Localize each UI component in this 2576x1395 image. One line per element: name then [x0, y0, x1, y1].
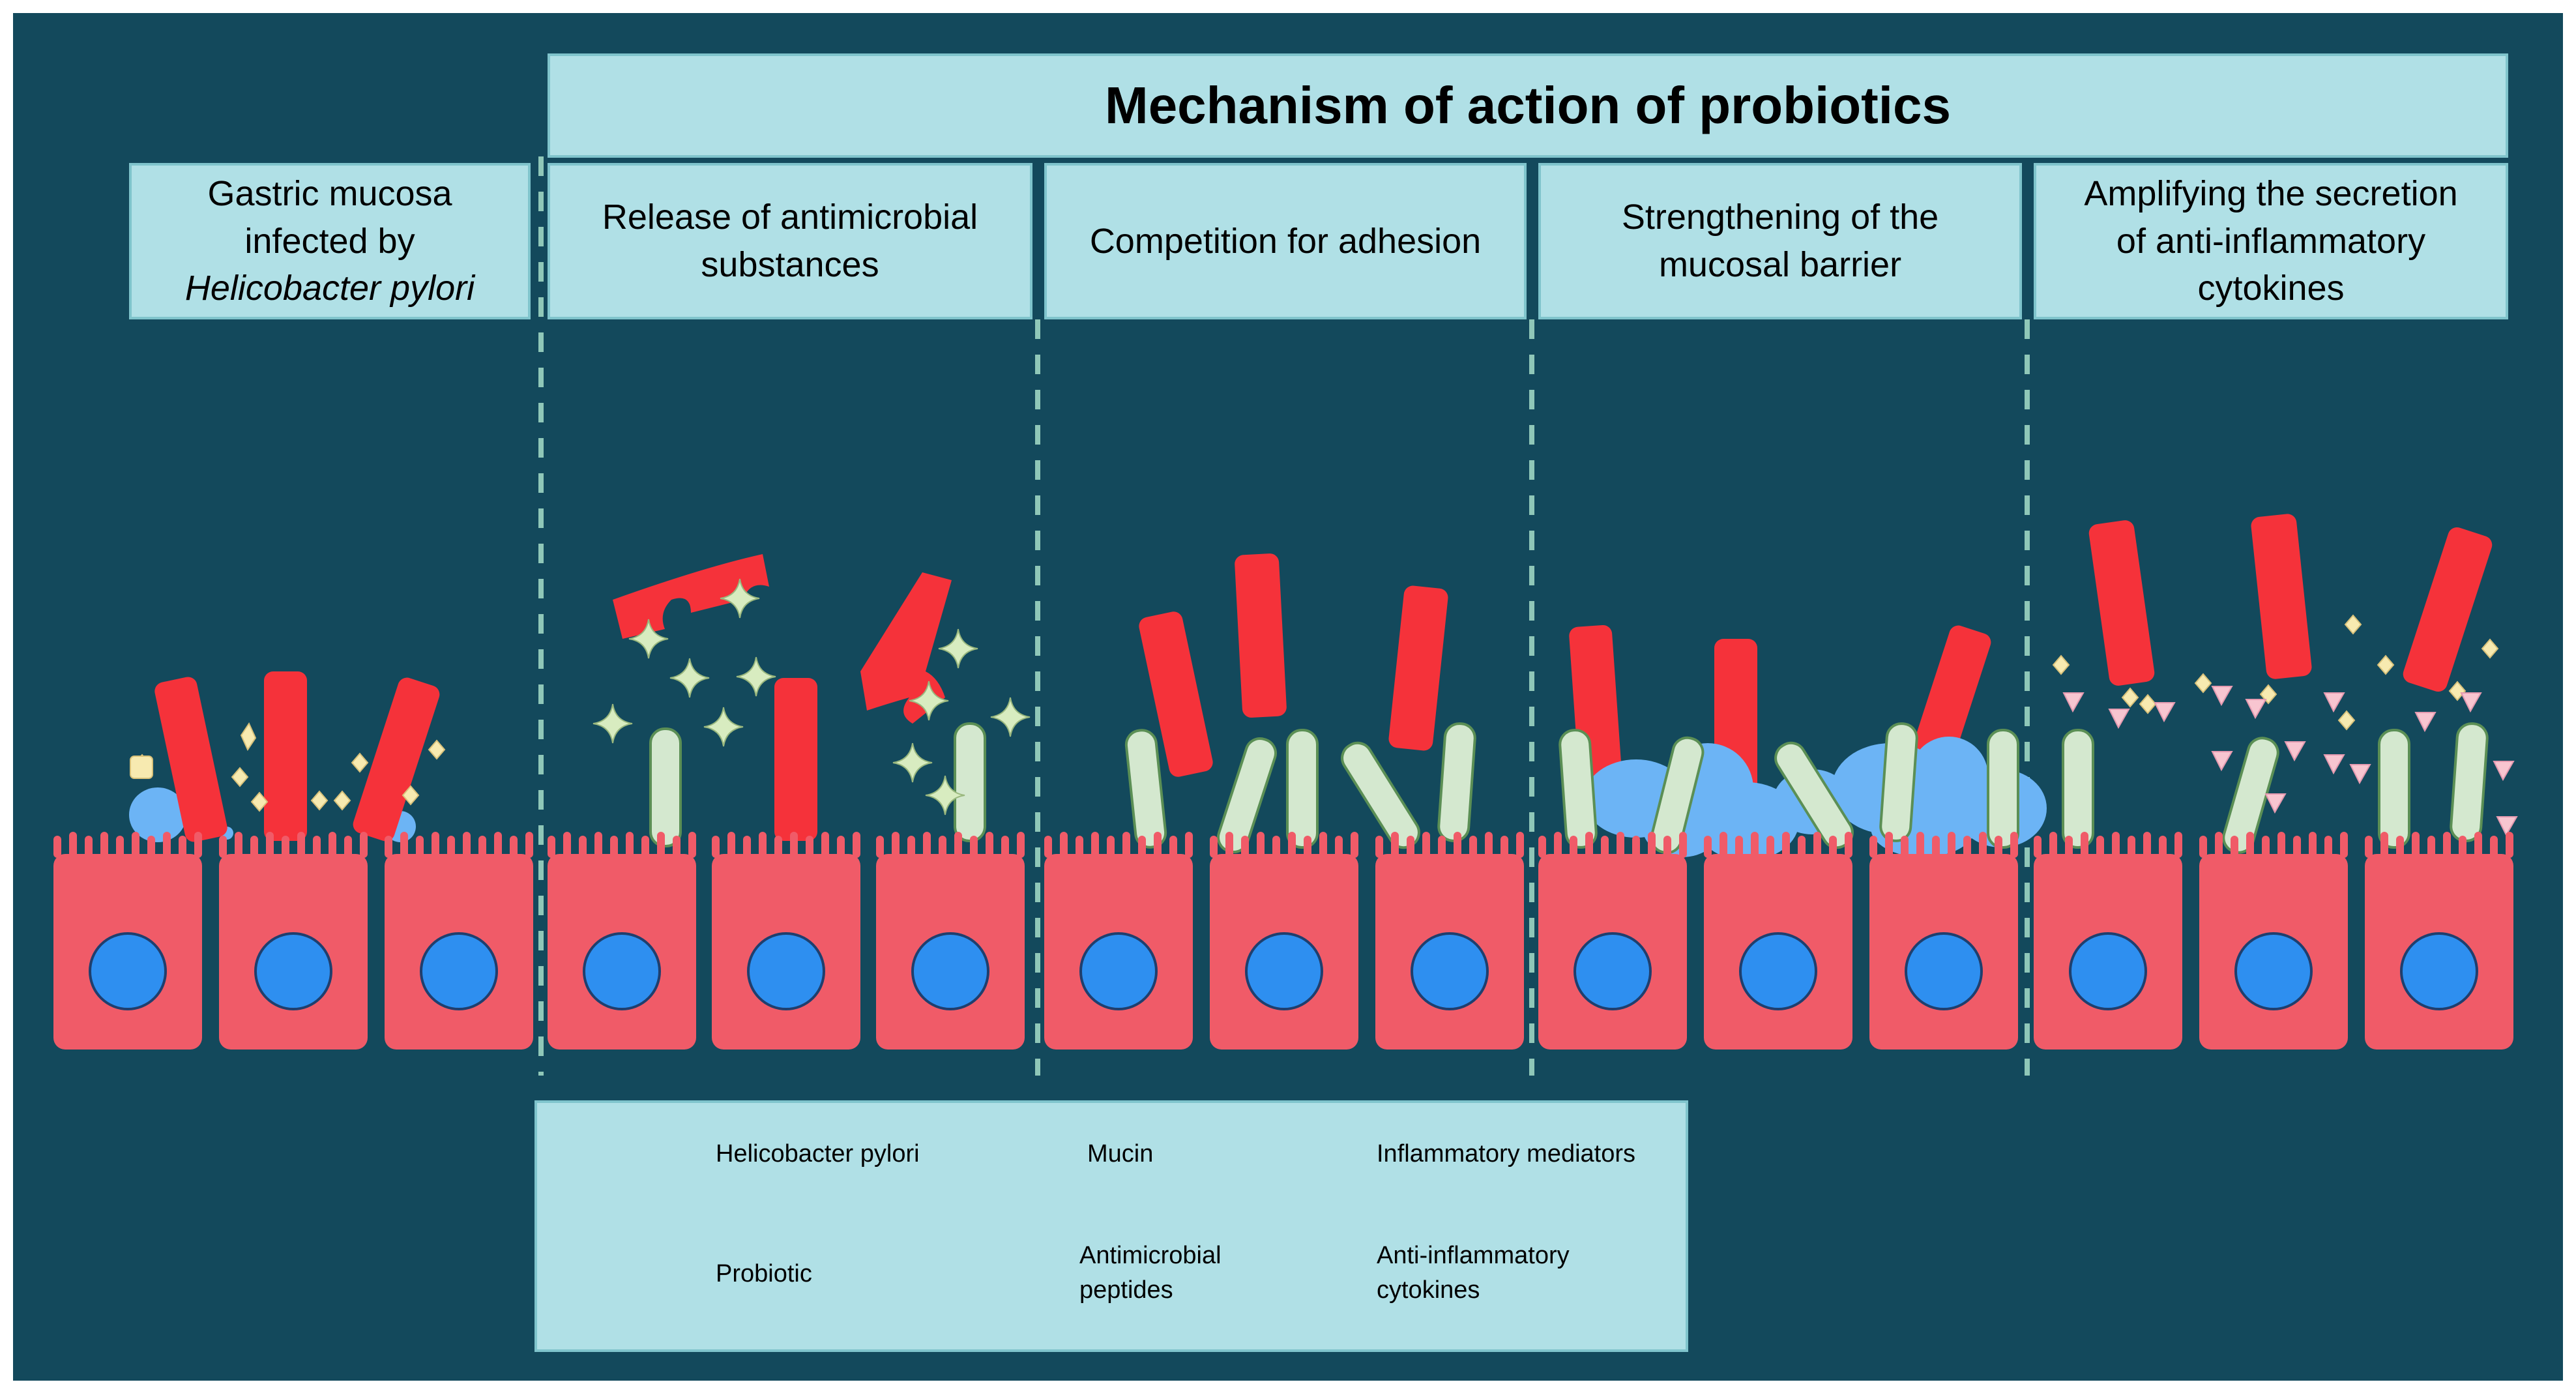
header-infected: Gastric mucosa infected by Helicobacter … [129, 163, 531, 319]
header-cytokines-line3: cytokines [2197, 269, 2345, 308]
header-barrier: Strengthening of the mucosal barrier [1538, 163, 2022, 319]
h-pylori [1139, 611, 1213, 777]
header-infected-line2: infected by [244, 221, 415, 261]
section-cytokines [2034, 514, 2517, 1050]
legend-anti-inflammatory-line1: Anti-inflammatory [1377, 1242, 1570, 1269]
probiotic [1437, 722, 1476, 842]
legend [534, 1100, 1688, 1352]
probiotic [1341, 741, 1420, 849]
header-cytokines-line1: Amplifying the secretion [2084, 173, 2458, 213]
header-adhesion-line1: Competition for adhesion [1089, 221, 1482, 261]
h-pylori [2088, 520, 2155, 686]
diagram-title-box: Mechanism of action of probiotics [548, 53, 2508, 158]
legend-h-pylori-label: Helicobacter pylori [716, 1140, 920, 1167]
h-pylori [353, 677, 440, 842]
header-infected-line3: Helicobacter pylori [184, 269, 475, 308]
legend-probiotic-label: Probiotic [716, 1260, 812, 1287]
probiotic [2450, 722, 2489, 842]
probiotic [1650, 736, 1705, 855]
header-barrier-line1: Strengthening of the [1621, 198, 1939, 237]
probiotic [1987, 729, 2019, 849]
probiotic [1879, 722, 1918, 842]
header-infected-line1: Gastric mucosa [207, 173, 452, 213]
section-antimicrobial [548, 554, 1031, 1050]
h-pylori [154, 677, 227, 842]
probiotic [1124, 729, 1167, 849]
h-pylori [1235, 553, 1287, 718]
h-pylori-damaged [613, 554, 769, 639]
h-pylori [774, 678, 817, 841]
h-pylori [1388, 585, 1448, 751]
section-adhesion [1044, 553, 1524, 1050]
section-infected [53, 671, 533, 1050]
section-barrier [1538, 624, 2047, 1050]
header-barrier-line2: mucosal barrier [1658, 245, 1902, 284]
diagram-title: Mechanism of action of probiotics [1105, 76, 1951, 134]
h-pylori [264, 671, 307, 841]
header-antimicrobial-line1: Release of antimicrobial [602, 198, 978, 237]
header-adhesion: Competition for adhesion [1044, 163, 1527, 319]
header-cytokines: Amplifying the secretion of anti-inflamm… [2034, 163, 2508, 319]
legend-mucin-label: Mucin [1087, 1140, 1154, 1167]
legend-antimicrobial-label: Antimicrobial peptides [1079, 1239, 1222, 1308]
probiotic [1559, 729, 1598, 849]
legend-anti-inflammatory-line2: cytokines [1377, 1276, 1480, 1304]
legend-antimicrobial-line2: peptides [1079, 1276, 1173, 1304]
probiotic [2378, 729, 2410, 849]
header-cytokines-line2: of anti-inflammatory [2116, 221, 2426, 261]
probiotic [1286, 729, 1319, 849]
h-pylori [2251, 514, 2312, 679]
probiotic [2062, 729, 2094, 849]
section-dividers [538, 156, 2030, 1076]
legend-inflammatory-label: Inflammatory mediators [1377, 1140, 1636, 1167]
h-pylori [2403, 527, 2493, 692]
legend-antimicrobial-line1: Antimicrobial [1079, 1242, 1222, 1269]
probiotic [954, 722, 986, 842]
legend-anti-inflammatory-label: Anti-inflammatory cytokines [1377, 1239, 1570, 1308]
probiotic [649, 727, 682, 847]
diagram-panel: Mechanism of action of probiotics Gastri… [13, 13, 2563, 1381]
header-antimicrobial-line2: substances [701, 245, 879, 284]
header-antimicrobial: Release of antimicrobial substances [548, 163, 1032, 319]
mucin-blob [129, 787, 186, 842]
